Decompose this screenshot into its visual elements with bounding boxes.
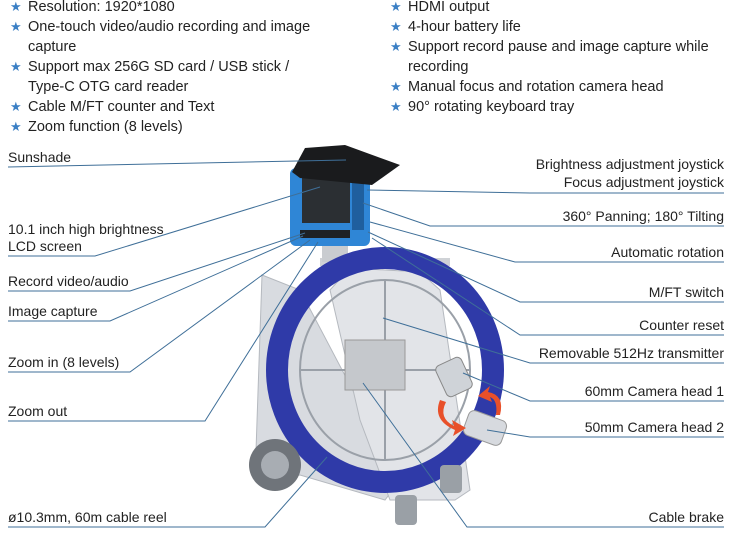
- feature-item: ★Manual focus and rotation camera head: [390, 79, 664, 95]
- label-zoom-in: Zoom in (8 levels): [8, 354, 120, 370]
- cable-reel: [266, 247, 504, 493]
- star-icon: ★: [10, 99, 22, 114]
- star-icon: ★: [10, 19, 22, 34]
- label-brightness-joystick: Brightness adjustment joystick: [535, 156, 724, 172]
- feature-item: ★Resolution: 1920*1080: [8, 0, 328, 17]
- feature-item: ★4-hour battery life: [390, 19, 521, 35]
- label-counter-reset: Counter reset: [639, 317, 724, 333]
- feature-item: ★Support record pause and image capture …: [390, 39, 709, 75]
- star-icon: ★: [10, 0, 22, 14]
- label-camera-head-1: 60mm Camera head 1: [584, 383, 724, 399]
- star-icon: ★: [390, 0, 402, 14]
- label-camera-head-2: 50mm Camera head 2: [584, 419, 724, 435]
- rotate-arrow-icon: [478, 386, 502, 415]
- sunshade: [292, 145, 400, 185]
- label-lcd-line2: LCD screen: [8, 238, 82, 254]
- star-icon: ★: [390, 79, 402, 94]
- label-zoom-out: Zoom out: [8, 403, 68, 419]
- monitor: [290, 145, 400, 246]
- label-transmitter: Removable 512Hz transmitter: [538, 345, 724, 361]
- feature-list-right: ★HDMI output ★4-hour battery life ★Suppo…: [388, 0, 718, 117]
- feature-item: ★90° rotating keyboard tray: [390, 99, 575, 115]
- camera-head-2: [462, 410, 508, 446]
- label-record: Record video/audio: [8, 273, 129, 289]
- label-mft-switch: M/FT switch: [648, 284, 724, 300]
- feature-item: ★Zoom function (8 levels): [10, 119, 183, 135]
- label-cable-reel: ø10.3mm, 60m cable reel: [8, 509, 167, 525]
- feature-item: ★HDMI output: [388, 0, 718, 17]
- rotate-arrow-icon: [437, 400, 466, 436]
- feature-item: ★Support max 256G SD card / USB stick / …: [10, 59, 290, 95]
- star-icon: ★: [10, 119, 22, 134]
- leader-lines: [7, 159, 724, 528]
- label-sunshade: Sunshade: [8, 149, 72, 165]
- label-focus-joystick: Focus adjustment joystick: [563, 174, 724, 190]
- label-image-capture: Image capture: [8, 303, 98, 319]
- feature-item: ★One-touch video/audio recording and ima…: [10, 19, 311, 55]
- feature-list-left: ★Resolution: 1920*1080 ★One-touch video/…: [8, 0, 328, 137]
- feature-item: ★Cable M/FT counter and Text: [10, 99, 215, 115]
- star-icon: ★: [390, 39, 402, 54]
- label-lcd-line1: 10.1 inch high brightness: [8, 221, 164, 237]
- label-auto-rotation: Automatic rotation: [611, 244, 724, 260]
- label-cable-brake: Cable brake: [648, 509, 725, 525]
- star-icon: ★: [390, 19, 402, 34]
- star-icon: ★: [10, 59, 22, 74]
- star-icon: ★: [390, 99, 402, 114]
- label-pan-tilt: 360° Panning; 180° Tilting: [562, 208, 724, 224]
- camera-head-1: [435, 356, 473, 398]
